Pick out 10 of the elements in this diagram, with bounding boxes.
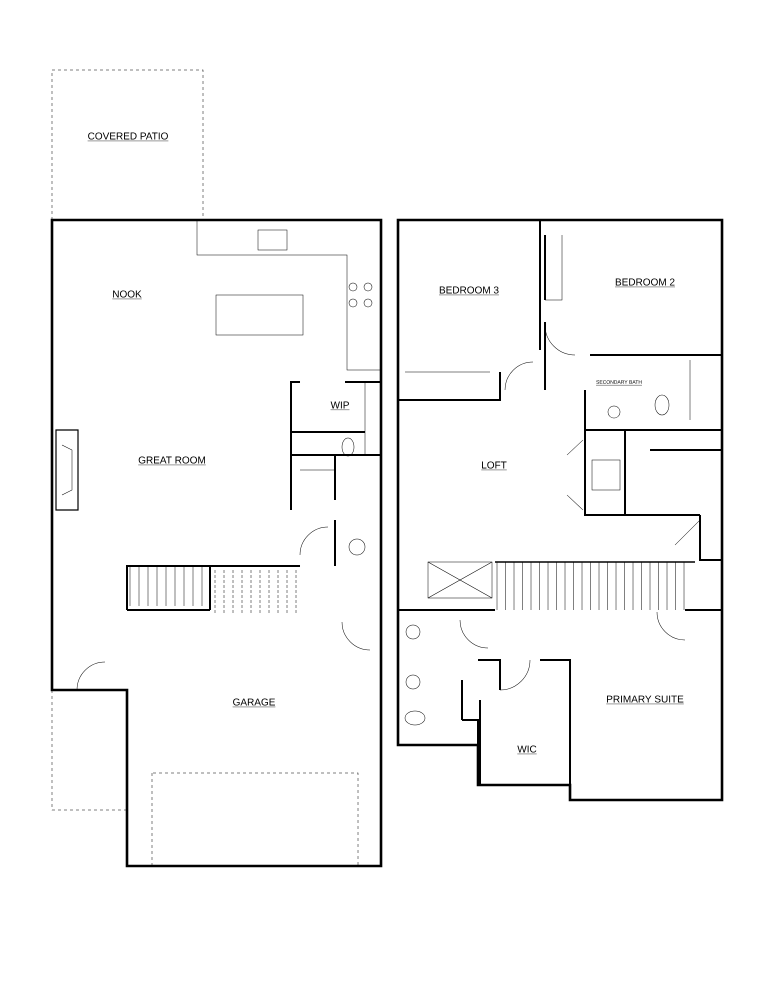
- room-label: GARAGE: [232, 698, 276, 708]
- room-label: WIP: [330, 402, 350, 410]
- room-label: NOOK: [112, 290, 142, 300]
- room-label: GREAT ROOM: [138, 456, 206, 466]
- room-label: LOFT: [481, 461, 507, 470]
- room-label: WIC: [517, 745, 537, 754]
- room-label: PRIMARY SUITE: [606, 695, 684, 704]
- room-label: BEDROOM 2: [614, 278, 676, 288]
- room-label: BEDROOM 3: [438, 286, 500, 296]
- room-label: COVERED PATIO: [87, 132, 169, 142]
